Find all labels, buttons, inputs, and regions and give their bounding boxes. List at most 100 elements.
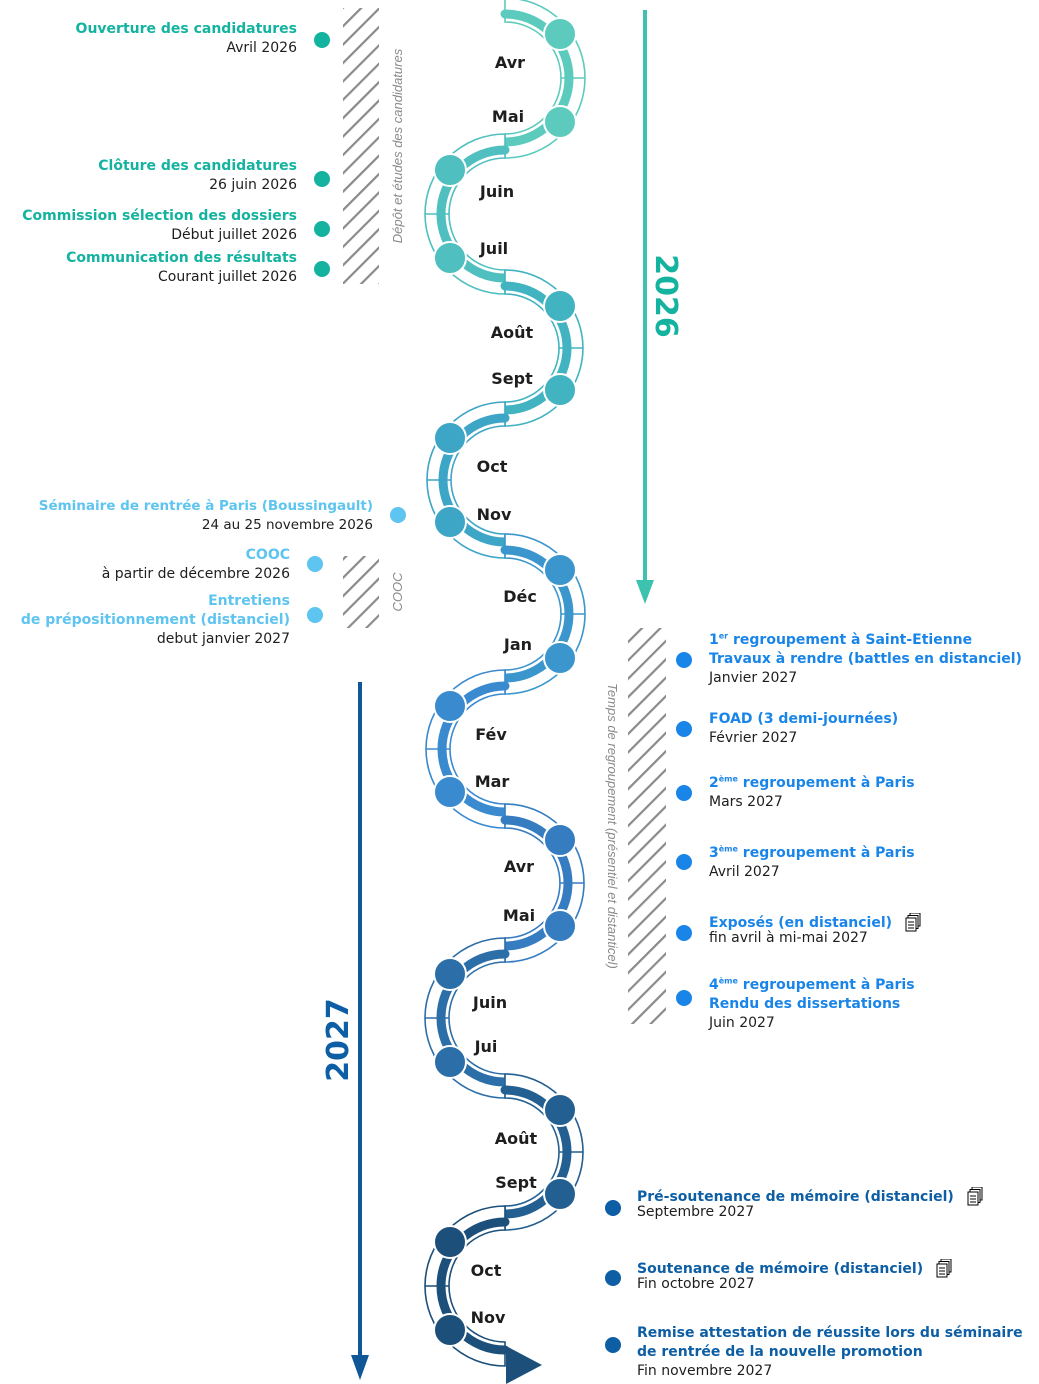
timeline-node [433,689,467,723]
event-dot [605,1200,621,1216]
timeline-arc-10 [424,1205,510,1367]
month-label: Nov [471,1308,506,1327]
timeline-arc-7 [500,803,585,963]
right-event-markers [605,652,692,1353]
timeline-arc-5 [500,533,586,695]
timeline-node [543,17,577,51]
event-dot [314,261,330,277]
timeline-arc-6 [425,669,510,829]
month-label: Fév [475,725,507,744]
timeline-node [433,957,467,991]
event-exposes: Exposés (en distanciel) fin avril à mi-m… [709,913,921,948]
arrow-2026 [636,10,654,604]
timeline-node [543,823,577,857]
timeline-node [543,1177,577,1211]
month-label: Jan [503,635,532,654]
event-communication: Communication des résultats Courant juil… [66,250,297,285]
timeline-node [433,505,467,539]
event-dot [676,721,692,737]
timeline-arc-1 [500,0,586,159]
phase-label-regroupement: Temps de regroupement (présentiel et dis… [605,683,620,969]
event-dot [676,652,692,668]
timeline-node [433,1313,467,1347]
month-label: Mai [503,906,535,925]
timeline-arc-9 [500,1073,584,1231]
timeline-node [543,553,577,587]
phase-hatch-cooc [343,556,379,628]
timeline-snake: AvrMaiJuinJuilAoûtSeptOctNovDécJanFévMar… [424,0,586,1384]
event-dot [676,925,692,941]
month-label: Nov [477,505,512,524]
timeline-node [543,373,577,407]
year-2027-label: 2027 [321,998,356,1082]
year-2026-label: 2026 [648,254,683,338]
month-label: Sept [491,369,533,388]
timeline-arc-4 [426,401,510,559]
event-regroupement-3: 3ème regroupement à Paris Avril 2027 [709,844,915,880]
event-dot [676,854,692,870]
timeline-node [543,289,577,323]
timeline-node [543,909,577,943]
timeline-node [543,1093,577,1127]
month-label: Oct [477,457,508,476]
month-label: Mar [475,772,510,791]
event-dot [605,1270,621,1286]
document-stack-icon [905,913,921,932]
event-dot [314,32,330,48]
timeline-node [433,775,467,809]
event-cooc: COOC à partir de décembre 2026 [101,547,290,582]
month-label: Avr [504,857,534,876]
timeline-arc-2 [424,133,510,295]
event-dot [390,507,406,523]
event-soutenance: Soutenance de mémoire (distanciel) Fin o… [637,1259,952,1294]
timeline-node [433,241,467,275]
arrow-2027 [351,682,369,1380]
month-label: Oct [471,1261,502,1280]
phase-label-cooc: COOC [390,572,405,612]
timeline-node [433,1045,467,1079]
month-label: Juin [479,182,514,201]
month-label: Juil [479,239,508,258]
event-remise-attestation: Remise attestation de réussite lors du s… [637,1325,1023,1379]
month-label: Sept [495,1173,537,1192]
event-dot [676,990,692,1006]
event-dot [314,171,330,187]
month-label: Mai [492,107,524,126]
timeline-node [433,153,467,187]
timeline-arc-8 [424,937,510,1099]
timeline-end-arrow [506,1346,542,1384]
document-stack-icon [936,1259,952,1278]
phase-hatch-regroupement [628,628,666,1024]
event-dot [307,556,323,572]
event-ouverture: Ouverture des candidatures Avril 2026 [75,21,297,56]
timeline-node [433,421,467,455]
month-label: Août [491,323,534,342]
timeline-node [543,641,577,675]
timeline-node [433,1225,467,1259]
event-dot [314,221,330,237]
timeline-node [543,105,577,139]
event-dot [676,785,692,801]
event-seminaire: Séminaire de rentrée à Paris (Boussingau… [38,498,373,533]
event-dot [605,1337,621,1353]
phase-label-candidatures: Dépôt et études des candidatures [390,48,405,243]
month-label: Avr [495,53,525,72]
document-stack-icon [967,1187,983,1206]
event-dot [307,607,323,623]
event-pre-soutenance: Pré-soutenance de mémoire (distanciel) S… [637,1187,983,1222]
phase-hatch-candidatures [343,8,379,284]
event-entretiens: Entretiens de prépositionnement (distanc… [20,593,290,647]
event-foad: FOAD (3 demi-journées) Février 2027 [709,711,899,746]
event-regroupement-2: 2ème regroupement à Paris Mars 2027 [709,774,915,810]
event-regroupement-1: 1er regroupement à Saint-Etienne Travaux… [709,631,1022,686]
month-label: Août [495,1129,538,1148]
event-commission: Commission sélection des dossiers Début … [22,208,297,243]
event-cloture: Clôture des candidatures 26 juin 2026 [98,158,297,193]
left-event-markers [307,32,406,623]
month-label: Juin [472,993,507,1012]
event-regroupement-4: 4ème regroupement à Paris Rendu des diss… [709,976,915,1031]
timeline-arc-3 [500,269,584,427]
month-label: Déc [503,587,537,606]
month-label: Jui [474,1037,498,1056]
